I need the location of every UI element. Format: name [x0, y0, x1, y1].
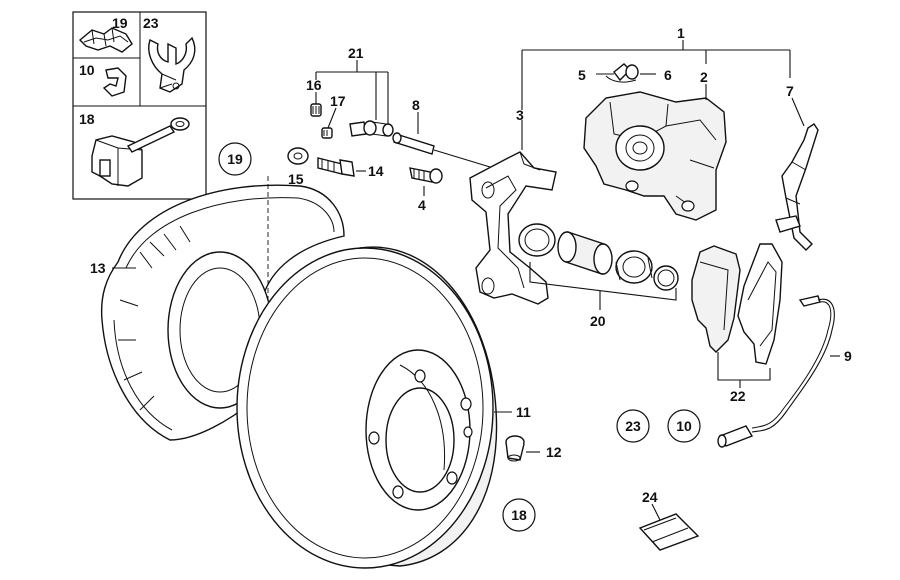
- part-7-anti-rattle-spring: [775, 123, 819, 251]
- callout-17: 17: [330, 93, 346, 109]
- inset-label-10: 10: [79, 62, 95, 78]
- callout-6: 6: [664, 67, 672, 83]
- callout-24: 24: [642, 489, 658, 505]
- inset-label-18: 18: [79, 111, 95, 127]
- callout-13: 13: [90, 260, 106, 276]
- callout-4: 4: [418, 197, 426, 213]
- callout-1: 1: [677, 25, 685, 41]
- part-2-caliper-housing: [583, 91, 727, 221]
- callout-22: 22: [730, 388, 746, 404]
- part-19-clip-drawing: [78, 27, 133, 53]
- circled-ref-10: 10: [667, 409, 701, 443]
- inset-parts-panel: 19 23 10 18: [72, 11, 207, 200]
- callout-8: 8: [412, 97, 420, 113]
- part-11-brake-disc: [236, 246, 498, 569]
- part-4-bolt: [409, 167, 443, 196]
- circled-ref-19-text: 19: [227, 151, 243, 167]
- circled-ref-23-text: 23: [625, 418, 641, 434]
- callout-9: 9: [844, 348, 852, 364]
- part-21-guide-bushings: [349, 120, 394, 137]
- part-8-guide-pin: [392, 132, 501, 171]
- callout-5: 5: [578, 67, 586, 83]
- callout-20: 20: [590, 313, 606, 329]
- part-10-clip-drawing: [102, 67, 127, 97]
- callout-7: 7: [786, 83, 794, 99]
- callout-12: 12: [546, 444, 562, 460]
- part-15-washer: [287, 147, 309, 165]
- part-16-cap: [310, 103, 322, 117]
- callout-11: 11: [516, 404, 531, 420]
- part-24-grease-packet: [638, 513, 700, 551]
- part-22-brake-pads: [691, 243, 783, 365]
- callout-21: 21: [348, 45, 364, 61]
- part-5-6-bleeder: [596, 63, 656, 83]
- callout-15: 15: [288, 171, 304, 187]
- part-18-sensor-drawing: [91, 117, 190, 187]
- leader-lines: [112, 40, 840, 521]
- inset-label-23: 23: [143, 15, 159, 31]
- part-17-cap: [321, 127, 333, 139]
- part-3-caliper-carrier: [469, 151, 557, 305]
- circled-ref-19: 19: [218, 142, 252, 176]
- inset-label-19: 19: [112, 15, 128, 31]
- circled-ref-18-text: 18: [511, 507, 527, 523]
- part-20-piston-seal-kit: [518, 223, 679, 291]
- circled-ref-18: 18: [502, 498, 536, 532]
- part-14-bolt: [317, 157, 366, 177]
- circled-ref-23: 23: [616, 409, 650, 443]
- callout-2: 2: [700, 69, 708, 85]
- callout-numbers: 1 2 3 4 5 6 7 8 9 11 12 13 14 15 16 17 2…: [90, 25, 852, 505]
- circled-ref-10-text: 10: [676, 418, 692, 434]
- callout-16: 16: [306, 77, 322, 93]
- callout-3: 3: [516, 107, 524, 123]
- callout-14: 14: [368, 163, 384, 179]
- part-23-holder-drawing: [148, 36, 196, 93]
- part-12-screw: [505, 435, 540, 462]
- part-9-wear-sensor: [717, 295, 835, 448]
